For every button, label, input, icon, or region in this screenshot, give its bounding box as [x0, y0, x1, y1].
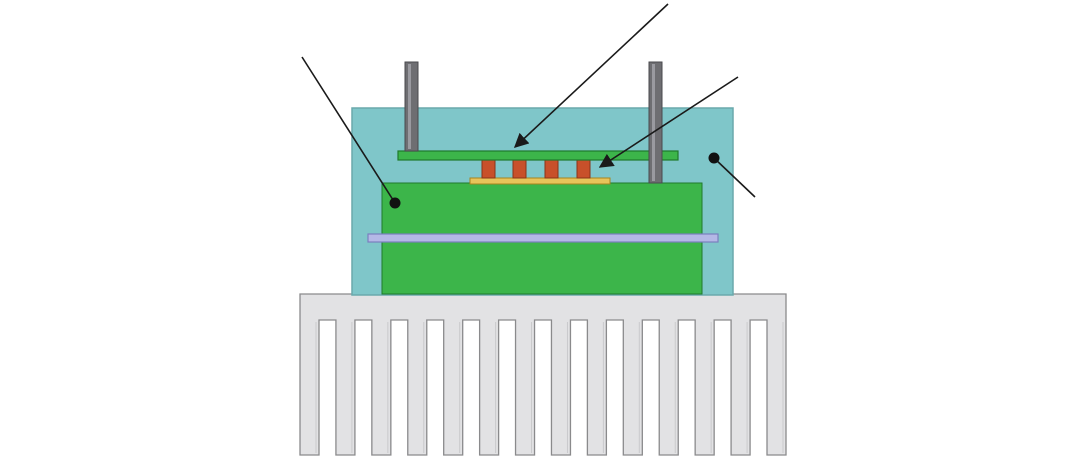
copper-pillars — [481, 159, 591, 179]
mounting-post-body — [648, 61, 663, 184]
pointer-line-top-board — [513, 3, 669, 148]
copper-pillar-3 — [544, 159, 559, 179]
copper-pillar-4 — [576, 159, 591, 179]
pointer-line-enclosure — [713, 157, 756, 198]
heat-sink-body — [299, 293, 787, 456]
copper-pillar-2 — [512, 159, 527, 179]
mounting-posts — [404, 61, 663, 184]
copper-pillar-1 — [481, 159, 496, 179]
top-circuit-board — [397, 150, 679, 161]
mounting-post-2 — [648, 61, 663, 184]
mounting-post-body — [404, 61, 419, 152]
green-block-lower — [381, 239, 703, 295]
mounting-post-highlight — [408, 64, 411, 149]
heat-sink — [299, 293, 787, 456]
mounting-post-1 — [404, 61, 419, 152]
marker-dot-green-block — [389, 197, 401, 209]
pointer-line-green-block — [301, 56, 396, 204]
marker-dot-enclosure — [708, 152, 720, 164]
pointer-line-pillars — [598, 76, 739, 168]
separator-plate — [367, 233, 719, 243]
mounting-post-highlight — [652, 64, 655, 181]
bonding-pad — [469, 177, 611, 185]
green-block-upper — [381, 182, 703, 239]
